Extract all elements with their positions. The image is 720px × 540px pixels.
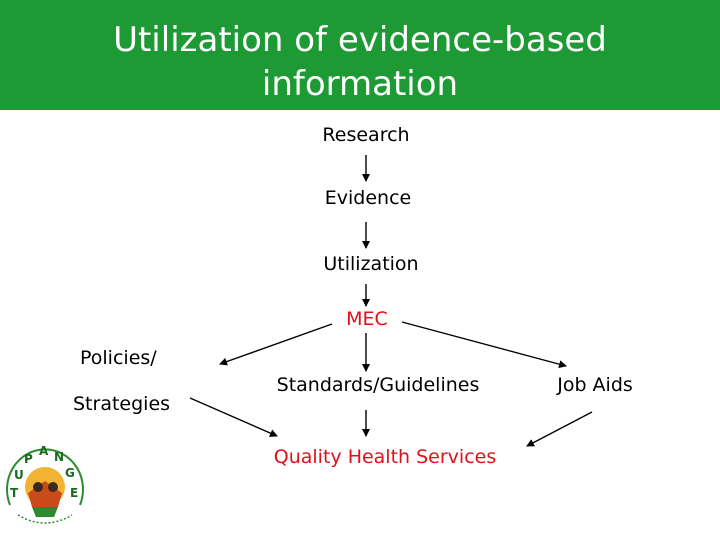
node-research: Research <box>322 124 410 146</box>
node-job-aids: Job Aids <box>557 374 633 396</box>
logo-letter: N <box>54 450 64 464</box>
arrow-mec-policies <box>219 323 333 366</box>
logo-letter: T <box>10 486 19 500</box>
node-policies: Policies/ <box>80 347 157 369</box>
logo-letter: P <box>24 452 33 466</box>
node-mec: MEC <box>346 308 388 330</box>
arrow-policies-quality <box>189 397 278 437</box>
slide-title: Utilization of evidence-based informatio… <box>0 18 720 106</box>
slide-title-line-1: Utilization of evidence-based <box>113 20 607 60</box>
arrow-job-aids-quality <box>526 411 593 447</box>
arrow-mec-job-aids <box>401 321 567 369</box>
title-band <box>0 0 720 110</box>
slide-title-line-2: information <box>261 64 459 104</box>
logo-letter: E <box>70 486 78 500</box>
node-evidence: Evidence <box>324 187 412 209</box>
node-quality-health-services: Quality Health Services <box>273 446 497 468</box>
logo-letter: U <box>14 468 24 482</box>
node-standards-guidelines: Standards/Guidelines <box>276 374 480 396</box>
node-strategies: Strategies <box>73 393 171 415</box>
tupange-logo: T U P A N G E <box>6 444 84 524</box>
logo-letter: A <box>39 444 49 458</box>
node-utilization: Utilization <box>323 253 419 275</box>
logo-letter: G <box>65 466 75 480</box>
